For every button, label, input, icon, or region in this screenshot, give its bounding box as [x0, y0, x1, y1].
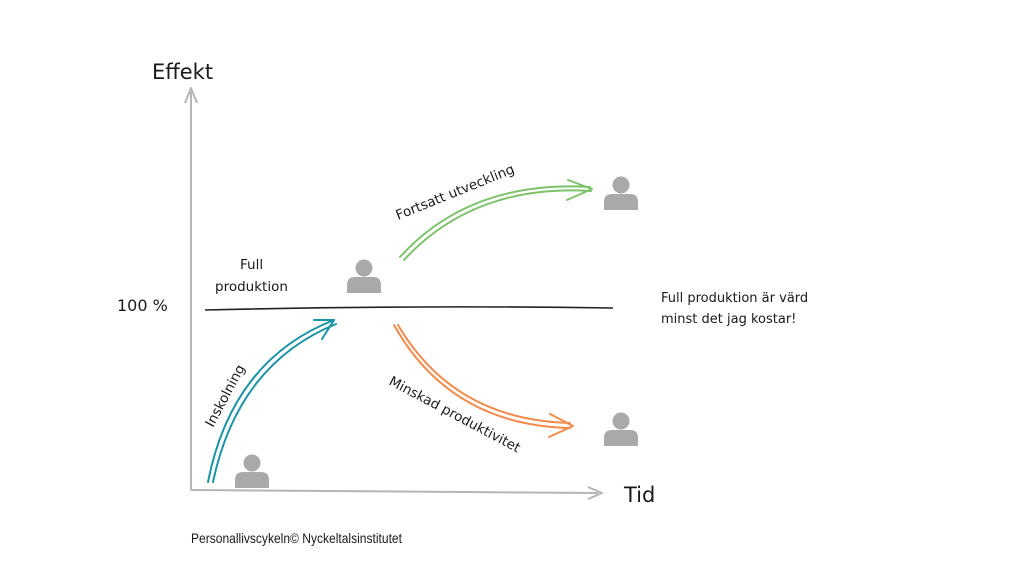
person-icon: [604, 412, 638, 446]
person-icon: [235, 454, 269, 488]
decreased-productivity-arrow: [393, 324, 574, 438]
y-axis-title: Effekt: [152, 60, 213, 84]
level-label: 100 %: [117, 296, 168, 315]
person-icon: [347, 259, 381, 293]
note-line1: Full produktion är värd: [661, 291, 808, 306]
person-icon: [604, 176, 638, 210]
footer-credit: Personallivscykeln© Nyckeltalsinstitutet: [191, 530, 402, 546]
full-production-label-line1: Full: [240, 257, 263, 273]
x-axis-title: Tid: [623, 483, 655, 507]
full-production-level-line: [204, 306, 614, 311]
continued-development-arrow: [399, 179, 593, 261]
decreased-productivity-label: Minskad produktivitet: [386, 373, 523, 456]
x-axis: [190, 486, 603, 500]
full-production-label-line2: produktion: [215, 279, 288, 295]
onboarding-arrow: [207, 319, 337, 483]
note-line2: minst det jag kostar!: [661, 312, 796, 327]
y-axis: [184, 87, 198, 490]
